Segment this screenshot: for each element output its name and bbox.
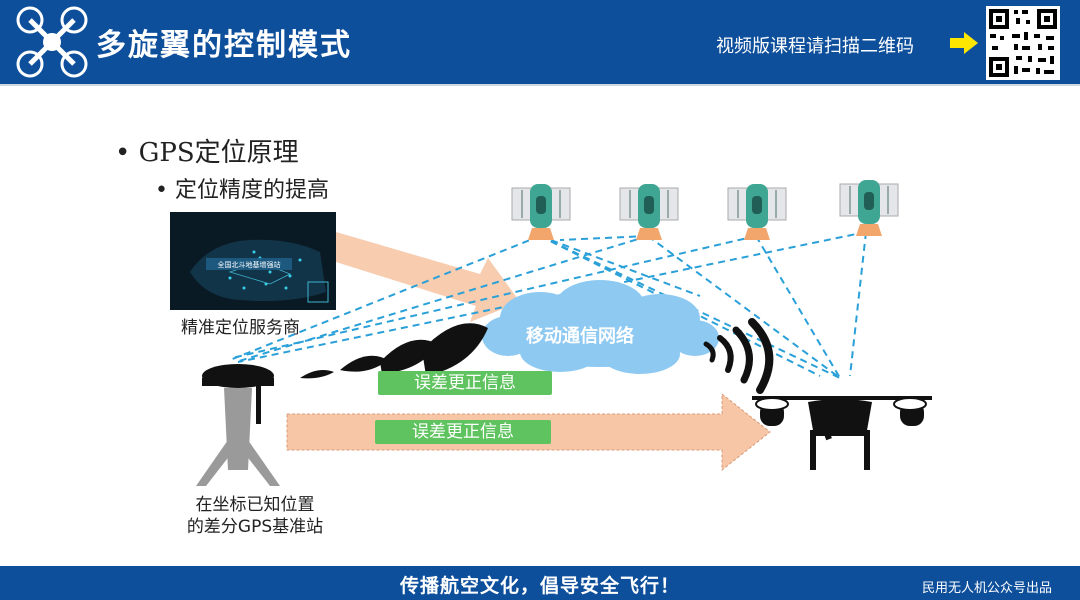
- footer-slogan: 传播航空文化，倡导安全飞行！: [399, 575, 680, 597]
- page-title: 多旋翼的控制模式: [96, 28, 352, 63]
- satellite-3-icon: [727, 184, 787, 240]
- provider-to-cloud-arrow: [336, 232, 520, 322]
- qr-note: 视频版课程请扫描二维码: [716, 36, 914, 57]
- base-station-label-line2: 的差分GPS基准站: [186, 517, 324, 537]
- footer-bar: 传播航空文化，倡导安全飞行！ 民用无人机公众号出品: [0, 566, 1080, 600]
- base-station-label: 在坐标已知位置 的差分GPS基准站: [165, 494, 345, 538]
- satellite-2-icon: [619, 184, 679, 240]
- drone-logo-icon: [16, 6, 88, 78]
- header-bar: 多旋翼的控制模式 视频版课程请扫描二维码: [0, 0, 1080, 84]
- satellite-1-icon: [511, 184, 571, 240]
- map-caption: 全国北斗地基增强站: [218, 260, 281, 269]
- bullet-gps-principle: • GPS定位原理: [115, 138, 299, 168]
- base-station-label-line1: 在坐标已知位置: [195, 495, 315, 515]
- header-divider: [0, 84, 1080, 86]
- gps-base-station-icon: [196, 364, 280, 486]
- drone-icon: [752, 396, 932, 470]
- footer-credit: 民用无人机公众号出品: [921, 581, 1052, 596]
- mobile-network-cloud-icon: [482, 280, 719, 374]
- correction-label-upper: 误差更正信息: [378, 371, 552, 395]
- satellite-4-icon: [839, 180, 899, 236]
- provider-map-image: 全国北斗地基增强站: [170, 212, 336, 310]
- station-signal-waves-icon: [300, 323, 488, 379]
- drone-signal-waves-icon: [703, 318, 774, 394]
- bullet-accuracy-improvement: • 定位精度的提高: [155, 178, 329, 203]
- arrow-right-icon: [950, 32, 978, 54]
- provider-label: 精准定位服务商: [181, 318, 300, 338]
- satellite-signal-lines: [229, 231, 867, 379]
- qr-code-icon[interactable]: [986, 6, 1060, 80]
- cloud-label: 移动通信网络: [526, 326, 634, 347]
- correction-label-lower: 误差更正信息: [375, 420, 551, 444]
